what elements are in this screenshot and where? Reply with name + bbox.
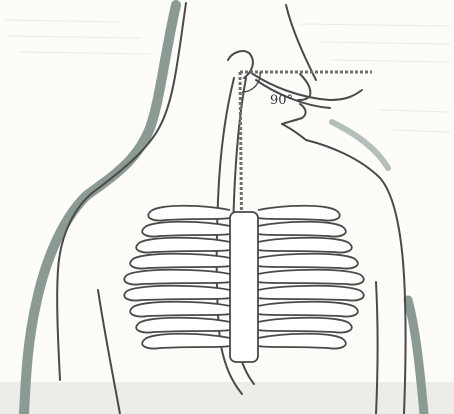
- rib-right: [258, 254, 358, 269]
- rib-right: [258, 238, 352, 253]
- angle-label: 90°: [270, 93, 293, 108]
- rib-right: [258, 222, 346, 237]
- rib-left: [136, 318, 230, 333]
- sternum: [230, 212, 258, 362]
- rib-left: [130, 254, 230, 269]
- page-texture: [5, 20, 450, 132]
- rib-right: [258, 286, 364, 301]
- rib-right: [258, 270, 364, 285]
- floor-band: [0, 382, 454, 414]
- rib-right: [258, 206, 340, 221]
- rib-left: [142, 334, 230, 349]
- rib-left: [124, 286, 230, 301]
- rib-left: [148, 206, 230, 221]
- rib-left: [124, 270, 230, 285]
- rib-left: [142, 222, 230, 237]
- rib-right: [258, 334, 346, 349]
- rib-right: [258, 318, 352, 333]
- rib-left: [136, 238, 230, 253]
- rib-left: [130, 302, 230, 317]
- rib-right: [258, 302, 358, 317]
